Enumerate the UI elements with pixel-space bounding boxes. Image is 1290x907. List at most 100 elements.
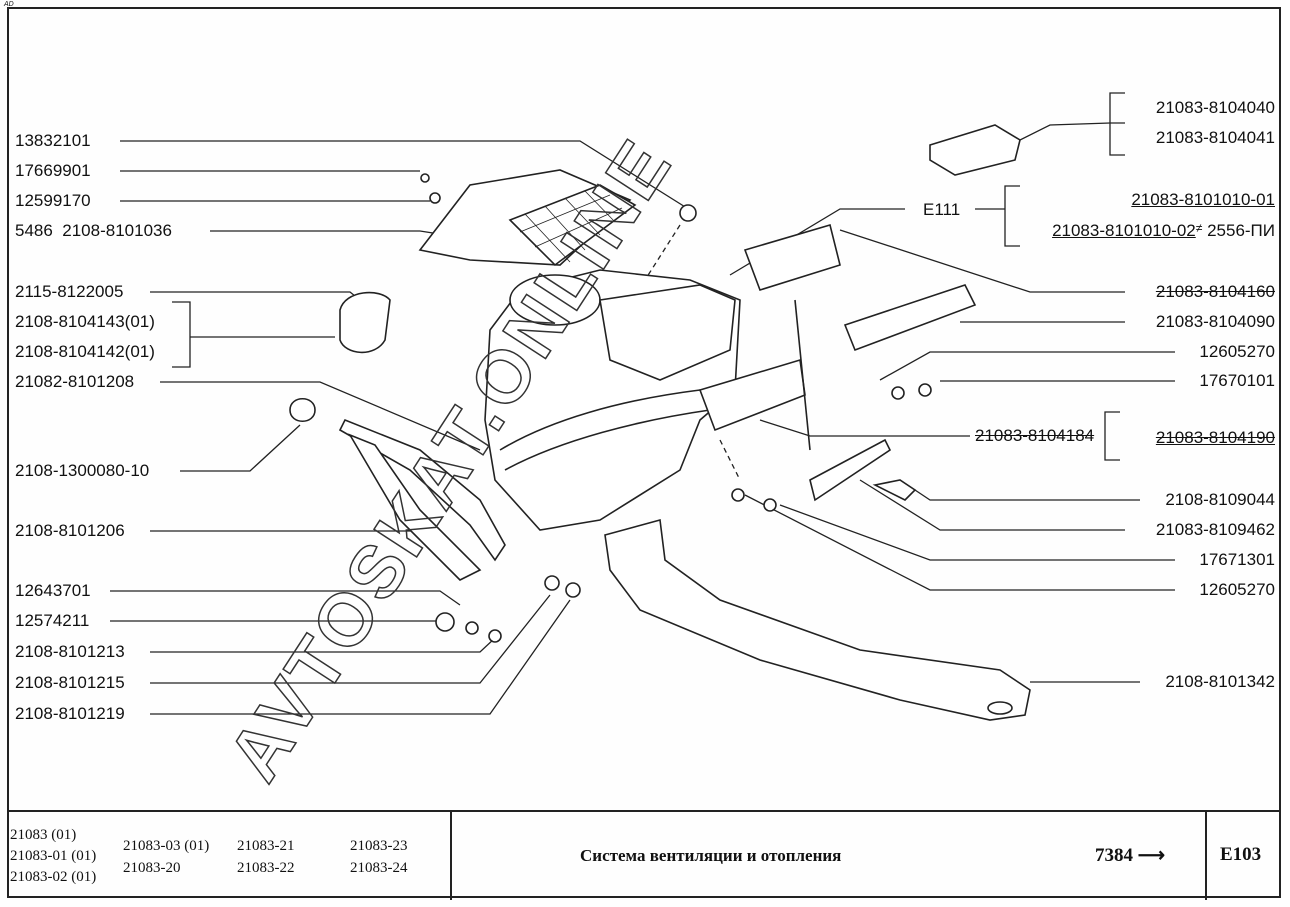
- part-label[interactable]: 12605270: [1199, 342, 1275, 361]
- divider: [450, 812, 452, 900]
- part-label[interactable]: 21083-8101010-02: [1052, 221, 1196, 240]
- duct-outlet: [987, 701, 1013, 715]
- leader-line: [150, 599, 571, 715]
- part-label-group: 21083-8101010-02≠ 2556-ПИ: [1052, 221, 1275, 241]
- hose-2: [348, 433, 482, 581]
- model: 21083-03 (01): [123, 838, 210, 854]
- clamp-nut: [435, 612, 455, 632]
- part-label[interactable]: 21083-8104041: [1155, 128, 1275, 147]
- leader-line: [879, 351, 1175, 381]
- part-label[interactable]: 2108-8101219: [15, 704, 125, 723]
- model: 21083-21: [237, 838, 295, 854]
- leader-line: [110, 590, 461, 606]
- model-list-col3: 21083-21 21083-22: [237, 837, 295, 877]
- diagram-title: Система вентиляции и отопления: [580, 846, 842, 865]
- washer: [429, 192, 441, 204]
- diagram-ref[interactable]: E103: [1220, 844, 1262, 865]
- diagram-number: 7384 ⟶: [1095, 844, 1165, 867]
- part-label-suffix: 2556-ПИ: [1207, 221, 1275, 240]
- leader-line: [779, 504, 1175, 561]
- air-intake: [599, 284, 736, 381]
- part-label[interactable]: 2108-8101213: [15, 642, 125, 661]
- model: 21083-22: [237, 860, 295, 876]
- leader-line: [759, 419, 970, 437]
- part-label[interactable]: 2108-1300080-10: [15, 461, 150, 480]
- part-label[interactable]: 21083-8104090: [1155, 312, 1275, 331]
- part-label[interactable]: 21083-8104160: [1155, 282, 1275, 301]
- nut: [679, 204, 697, 222]
- leader-line: [150, 594, 551, 684]
- leader-line: [160, 381, 481, 451]
- part-label[interactable]: 12574211: [15, 611, 90, 630]
- part-label[interactable]: 2108-8104142(01): [15, 342, 155, 361]
- filter-grid: [508, 184, 637, 267]
- part-label[interactable]: 21083-8109462: [1155, 520, 1275, 539]
- part-label[interactable]: 2108-8101206: [15, 521, 125, 540]
- part-label[interactable]: 21083-8104184: [975, 426, 1095, 445]
- group-label-e111[interactable]: E111: [923, 200, 961, 219]
- part-label[interactable]: 2108-8104143(01): [15, 312, 155, 331]
- clamp: [289, 397, 316, 423]
- part-label[interactable]: 12643701: [15, 581, 91, 600]
- leader-line: [839, 229, 1125, 293]
- screw: [763, 498, 777, 512]
- part-label[interactable]: 2108-8109044: [1165, 490, 1275, 509]
- number: 7384: [1095, 845, 1133, 866]
- washer: [488, 629, 502, 643]
- corner-mark: AD: [4, 1, 14, 8]
- leader-line: [172, 301, 191, 368]
- part-label[interactable]: 2108-8101215: [15, 673, 125, 692]
- part-label[interactable]: 21083-8104040: [1155, 98, 1275, 117]
- leader-line: [914, 489, 1140, 501]
- title-block: [7, 810, 1281, 900]
- diagram-frame: [7, 7, 1281, 898]
- control-rod: [794, 299, 811, 451]
- grommet: [544, 575, 560, 591]
- control-panel: [843, 284, 977, 352]
- air-duct: [604, 518, 1031, 721]
- hose: [338, 418, 506, 562]
- leader-line: [1109, 92, 1125, 156]
- model: 21083-01 (01): [10, 848, 97, 864]
- screw: [420, 173, 430, 183]
- part-label[interactable]: 17669901: [15, 161, 91, 180]
- seal: [339, 291, 391, 354]
- part-label[interactable]: 21083-8104190: [1155, 428, 1275, 447]
- part-label[interactable]: 5486 2108-8101036: [15, 221, 172, 240]
- part-label[interactable]: 17671301: [1199, 550, 1275, 569]
- part-label[interactable]: 13832101: [15, 131, 91, 150]
- slider-plate: [809, 438, 892, 502]
- knob: [872, 479, 917, 501]
- model: 21083-24: [350, 860, 408, 876]
- model-list-col2: 21083-03 (01) 21083-20: [123, 837, 209, 877]
- model-list-col4: 21083-23 21083-24: [350, 837, 408, 877]
- washer: [731, 488, 745, 502]
- part-label[interactable]: 2108-8101342: [1165, 672, 1275, 691]
- model: 21083-02 (01): [10, 869, 97, 885]
- arrow-right-icon: ⟶: [1137, 845, 1165, 866]
- washer: [465, 621, 479, 635]
- not-equal-mark: ≠: [1195, 221, 1203, 235]
- leader-line: [180, 424, 301, 472]
- screw: [918, 383, 932, 397]
- leader-line: [120, 140, 691, 211]
- part-label[interactable]: 2115-8122005: [15, 282, 124, 301]
- leader-line: [1004, 185, 1020, 247]
- leader-line: [999, 122, 1125, 151]
- leader-line: [859, 479, 1125, 531]
- model: 21083-20: [123, 860, 181, 876]
- vent-panel: [743, 223, 841, 291]
- model: 21083-23: [350, 838, 408, 854]
- part-label[interactable]: 12605270: [1199, 580, 1275, 599]
- leader-line: [150, 637, 496, 653]
- grommet: [565, 582, 581, 598]
- part-label[interactable]: 17670101: [1199, 371, 1275, 390]
- leader-line: [1104, 411, 1120, 461]
- part-label[interactable]: 12599170: [15, 191, 91, 210]
- divider: [1205, 812, 1207, 900]
- model: 21083 (01): [10, 827, 77, 843]
- part-label[interactable]: 21082-8101208: [15, 372, 135, 391]
- part-label[interactable]: 21083-8101010-01: [1131, 190, 1275, 209]
